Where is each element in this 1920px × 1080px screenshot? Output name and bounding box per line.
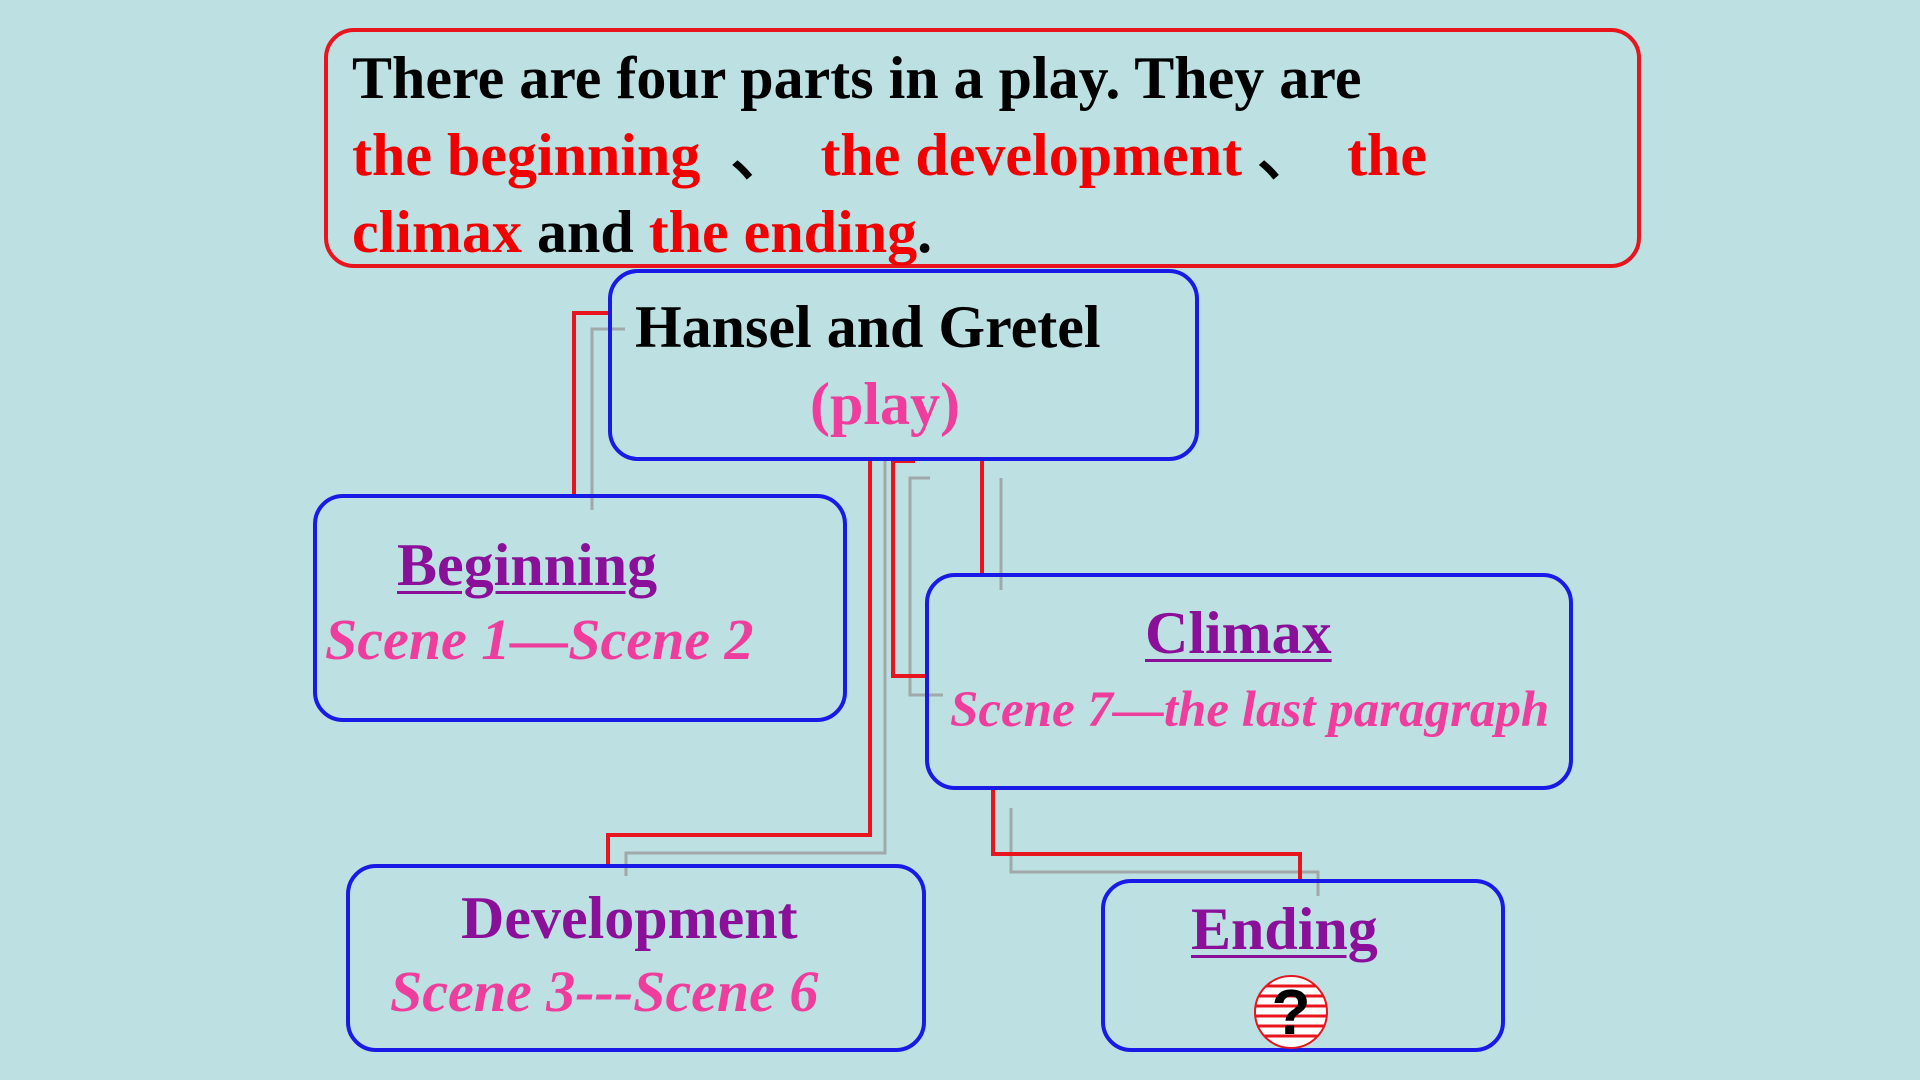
beginning-label: Beginning — [397, 532, 658, 598]
beginning-range: Scene 1—Scene 2 — [325, 607, 754, 672]
intro-line-1: There are four parts in a play. They are — [352, 45, 1362, 111]
part-climax-start: the — [1347, 122, 1428, 188]
root-node-box — [608, 269, 1199, 461]
part-development: the development — [820, 122, 1243, 188]
connector-climax-a — [891, 459, 925, 678]
intro-line-2: the beginning 、 the development 、 the — [352, 117, 1613, 194]
part-beginning: the beginning — [352, 122, 701, 188]
play-type: (play) — [810, 371, 960, 437]
development-label: Development — [461, 885, 798, 951]
play-title: Hansel and Gretel — [635, 294, 1101, 360]
connector-shadow-beginning — [590, 327, 625, 510]
separator: 、 — [1257, 122, 1318, 188]
climax-label: Climax — [1145, 600, 1332, 666]
intro-statement-box: There are four parts in a play. They are… — [324, 28, 1641, 268]
development-range: Scene 3---Scene 6 — [390, 959, 819, 1024]
period: . — [917, 199, 933, 265]
beginning-node-box — [313, 494, 847, 722]
intro-line-3: climax and the ending. — [352, 194, 1613, 271]
ending-label: Ending — [1191, 896, 1378, 962]
connector-development — [606, 461, 872, 864]
development-node-box — [346, 864, 926, 1052]
and-word: and — [536, 199, 634, 265]
part-ending: the ending — [648, 199, 918, 265]
part-climax-end: climax — [352, 199, 522, 265]
connector-beginning — [572, 311, 608, 494]
ending-node-box — [1101, 879, 1505, 1052]
separator: 、 — [730, 122, 791, 188]
connector-ending — [991, 790, 1302, 879]
connector-shadow-ending — [1009, 808, 1320, 896]
climax-range: Scene 7—the last paragraph — [950, 682, 1550, 738]
climax-node-box — [925, 573, 1573, 790]
